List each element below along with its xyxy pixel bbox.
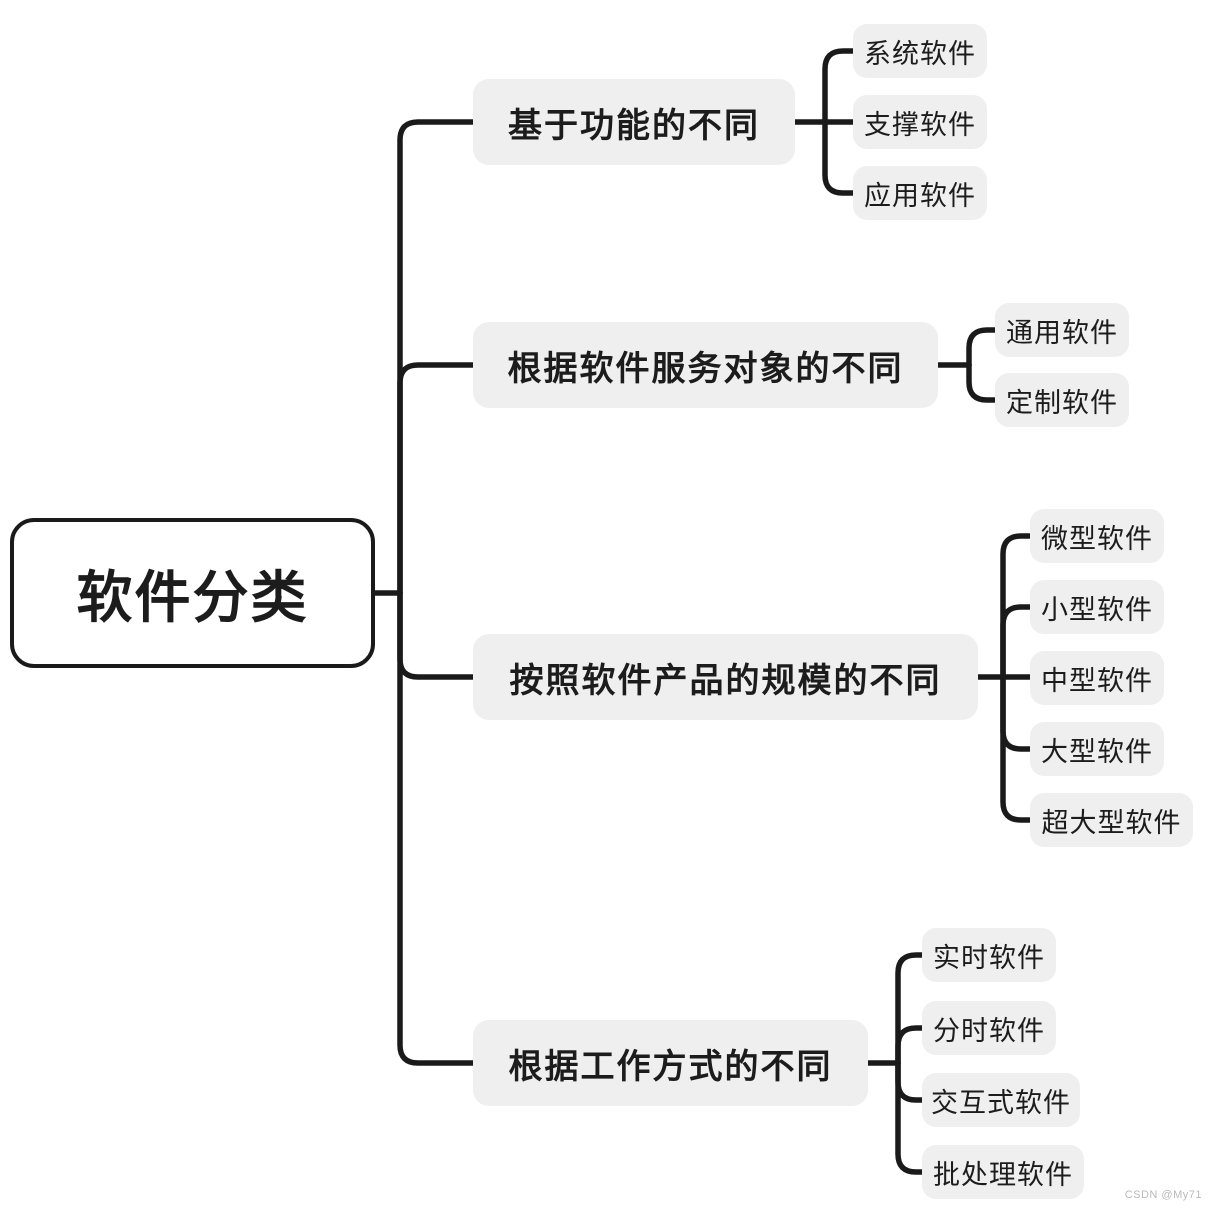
child-label: 大型软件 (1041, 736, 1153, 767)
child-label: 微型软件 (1041, 523, 1153, 554)
child-node-small-software[interactable]: 小型软件 (1030, 580, 1164, 634)
child-label: 批处理软件 (933, 1159, 1073, 1190)
branch-node-by-function[interactable]: 基于功能的不同 (473, 79, 795, 165)
link-branch-2 (397, 362, 481, 596)
link-b4-child-1 (895, 952, 925, 1066)
branch-label: 根据软件服务对象的不同 (507, 349, 904, 388)
child-node-timesharing-software[interactable]: 分时软件 (922, 1001, 1056, 1055)
link-b3-child-4 (1000, 674, 1033, 752)
child-node-large-software[interactable]: 大型软件 (1030, 722, 1164, 776)
child-label: 中型软件 (1041, 665, 1153, 696)
branch-label: 基于功能的不同 (508, 106, 760, 145)
root-node-label: 软件分类 (76, 565, 309, 629)
child-label: 支撑软件 (864, 109, 976, 140)
child-label: 通用软件 (1006, 317, 1118, 348)
child-label: 系统软件 (864, 38, 976, 69)
child-node-micro-software[interactable]: 微型软件 (1030, 509, 1164, 563)
child-node-application-software[interactable]: 应用软件 (853, 166, 987, 220)
link-b4-child-4 (895, 1060, 925, 1175)
child-label: 分时软件 (933, 1015, 1045, 1046)
child-node-system-software[interactable]: 系统软件 (853, 24, 987, 78)
link-b2-child-2 (966, 362, 998, 403)
child-node-super-large-software[interactable]: 超大型软件 (1030, 793, 1193, 847)
branch-node-by-working-mode[interactable]: 根据工作方式的不同 (473, 1020, 868, 1106)
branch-node-by-service-object[interactable]: 根据软件服务对象的不同 (473, 322, 938, 408)
child-node-interactive-software[interactable]: 交互式软件 (922, 1073, 1080, 1127)
link-b3-child-1 (1000, 533, 1033, 680)
branch-label: 根据工作方式的不同 (508, 1047, 833, 1086)
link-branch-3 (397, 590, 481, 680)
link-b1-child-1 (822, 48, 856, 125)
child-node-realtime-software[interactable]: 实时软件 (922, 928, 1056, 982)
branch-label: 按照软件产品的规模的不同 (509, 661, 942, 700)
branch-node-by-product-scale[interactable]: 按照软件产品的规模的不同 (473, 634, 978, 720)
link-b4-child-3 (895, 1060, 925, 1103)
child-label: 小型软件 (1041, 594, 1153, 625)
link-b1-child-3 (822, 119, 856, 196)
child-label: 定制软件 (1006, 387, 1118, 418)
child-node-medium-software[interactable]: 中型软件 (1030, 651, 1164, 705)
link-b3-child-2 (1000, 604, 1033, 680)
link-b3-child-5 (1000, 674, 1033, 823)
child-label: 实时软件 (933, 942, 1045, 973)
root-node-software-classification[interactable]: 软件分类 (10, 518, 375, 668)
link-b2-child-1 (966, 327, 998, 368)
child-node-general-software[interactable]: 通用软件 (995, 303, 1129, 357)
child-node-support-software[interactable]: 支撑软件 (853, 95, 987, 149)
child-label: 应用软件 (864, 180, 976, 211)
child-node-batch-software[interactable]: 批处理软件 (922, 1145, 1084, 1199)
link-branch-4 (397, 590, 481, 1066)
link-branch-1 (397, 119, 481, 596)
child-node-custom-software[interactable]: 定制软件 (995, 373, 1129, 427)
csdn-watermark: CSDN @My71 (1124, 1189, 1202, 1201)
child-label: 交互式软件 (931, 1087, 1071, 1118)
link-b4-child-2 (895, 1025, 925, 1066)
child-label: 超大型软件 (1041, 807, 1182, 838)
